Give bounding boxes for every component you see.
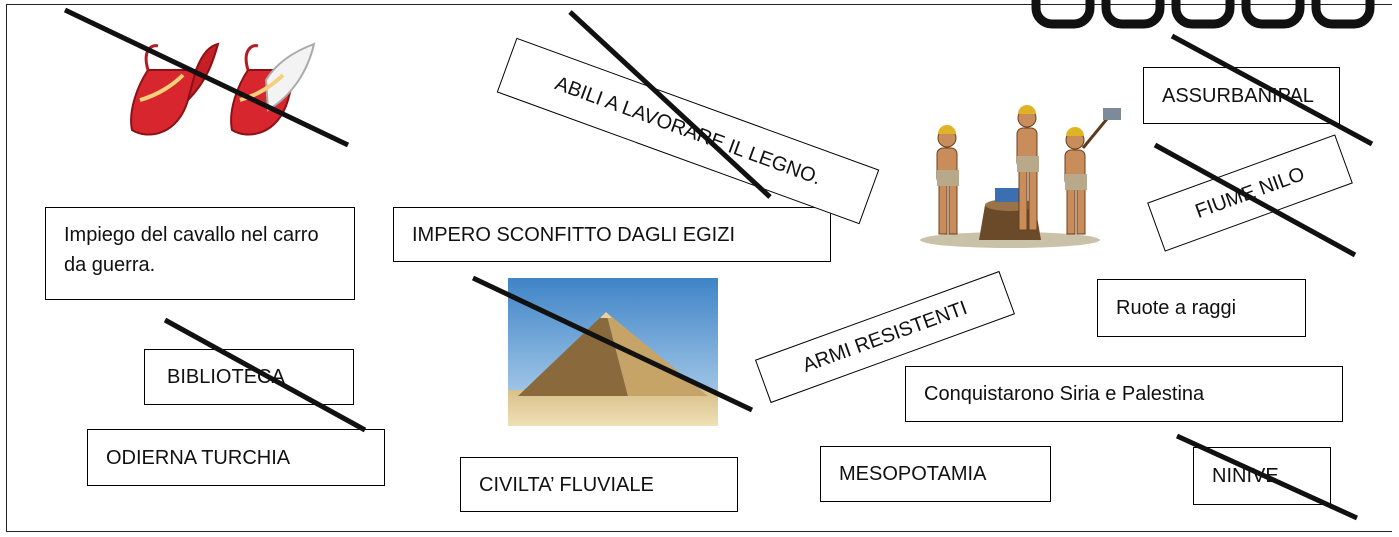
card-ruote-text: Ruote a raggi xyxy=(1116,297,1237,319)
card-impiego-text: Impiego del cavallo nel carro da guerra. xyxy=(64,224,319,276)
card-impero[interactable]: IMPERO SCONFITTO DAGLI EGIZI xyxy=(393,207,831,262)
card-assurbanipal[interactable]: ASSURBANIPAL xyxy=(1143,67,1340,124)
card-assurbanipal-text: ASSURBANIPAL xyxy=(1162,84,1314,107)
pointed-shoes-icon xyxy=(130,42,316,136)
pyramid-icon xyxy=(508,278,718,426)
card-odierna-text: ODIERNA TURCHIA xyxy=(106,446,291,469)
card-biblioteca[interactable]: BIBLIOTECA xyxy=(144,349,354,405)
metalworkers-icon xyxy=(920,105,1121,248)
card-impero-text: IMPERO SCONFITTO DAGLI EGIZI xyxy=(412,223,735,246)
card-ruote[interactable]: Ruote a raggi xyxy=(1097,279,1306,337)
card-civilta[interactable]: CIVILTA’ FLUVIALE xyxy=(460,457,738,512)
card-impiego[interactable]: Impiego del cavallo nel carro da guerra. xyxy=(45,207,355,300)
card-mesopotamia[interactable]: MESOPOTAMIA xyxy=(820,446,1051,502)
card-ninive-text: NINIVE xyxy=(1212,465,1279,487)
chain-icon xyxy=(1031,0,1375,29)
card-odierna[interactable]: ODIERNA TURCHIA xyxy=(87,429,385,486)
card-civilta-text: CIVILTA’ FLUVIALE xyxy=(479,473,654,496)
worksheet-frame xyxy=(6,4,1392,532)
card-mesopotamia-text: MESOPOTAMIA xyxy=(839,463,987,485)
card-biblioteca-text: BIBLIOTECA xyxy=(167,366,285,388)
card-conquistarono-text: Conquistarono Siria e Palestina xyxy=(924,383,1205,405)
card-conquistarono[interactable]: Conquistarono Siria e Palestina xyxy=(905,366,1343,422)
card-ninive[interactable]: NINIVE xyxy=(1193,447,1331,505)
